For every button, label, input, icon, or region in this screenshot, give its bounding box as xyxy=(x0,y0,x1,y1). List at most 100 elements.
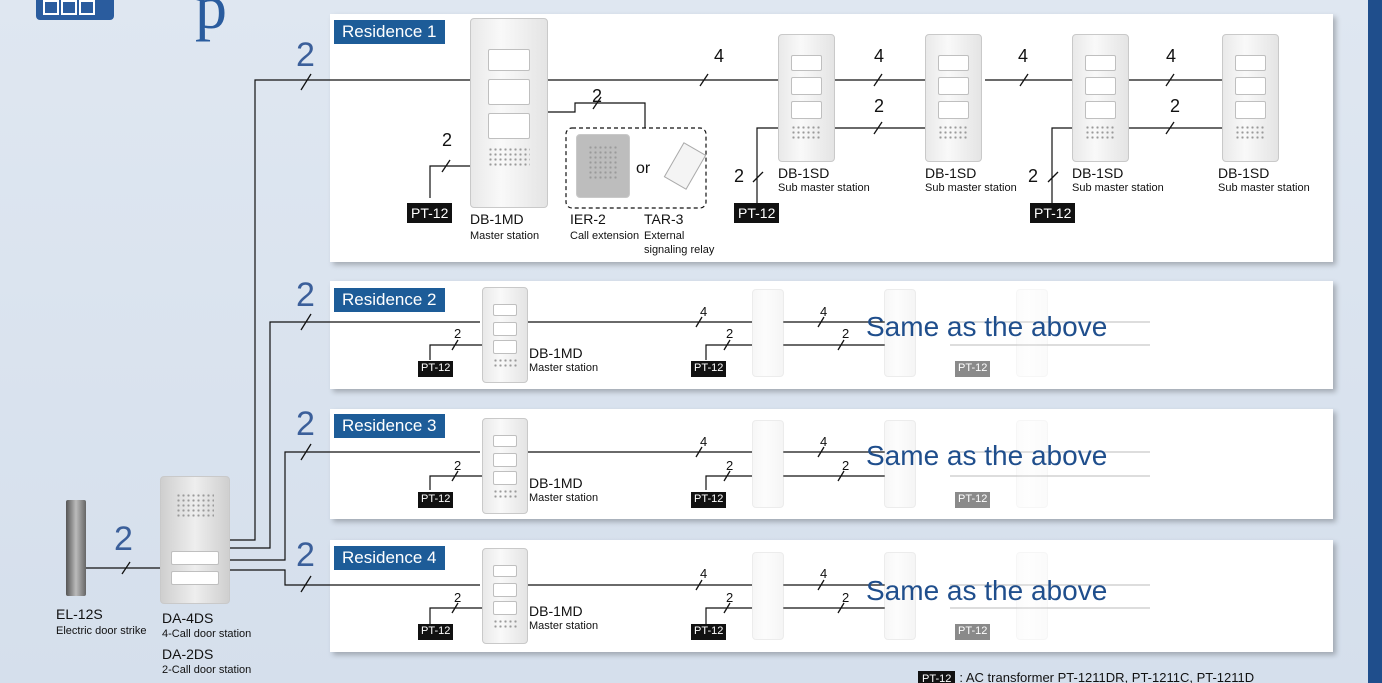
wire-count: 4 xyxy=(1018,46,1029,66)
residence-3-panel xyxy=(330,409,1333,519)
transformer-label: PT-12 xyxy=(691,624,727,640)
master-station-desc: Master station xyxy=(529,620,599,632)
sub-station-2-desc: Sub master station xyxy=(925,182,1017,194)
wire-count: 2 xyxy=(726,590,734,605)
wire-count: 2 xyxy=(454,326,462,341)
same-as-above-note: Same as the above xyxy=(866,311,1108,342)
master-station-name: DB-1MD xyxy=(470,211,524,227)
sub-station-faded xyxy=(884,552,916,640)
door-station-4-name: DA-4DS xyxy=(162,610,214,626)
master-station-device xyxy=(482,418,528,514)
sub-station-faded xyxy=(884,420,916,508)
wire-count: 4 xyxy=(700,434,708,449)
master-station-device xyxy=(470,18,548,208)
call-extension-desc: Call extension xyxy=(570,230,640,242)
transformer-label: PT-12 xyxy=(734,203,780,223)
sub-station-device-4 xyxy=(1222,34,1279,162)
residence-1-label: Residence 1 xyxy=(334,20,445,44)
door-strike-name: EL-12S xyxy=(56,606,103,622)
wire-count: 2 xyxy=(442,130,453,150)
wire-count: or xyxy=(636,160,651,177)
wire-count: 2 xyxy=(734,166,745,186)
page-title-fragment: p xyxy=(195,0,227,42)
transformer-label: PT-12 xyxy=(418,361,454,377)
door-strike-device xyxy=(66,500,86,596)
master-station-device xyxy=(482,287,528,383)
sub-station-device-2 xyxy=(925,34,982,162)
door-strike-desc: Electric door strike xyxy=(56,625,147,637)
sub-station-3-name: DB-1SD xyxy=(1072,165,1124,181)
wire-count: 2 xyxy=(1170,96,1181,116)
door-station-device xyxy=(160,476,230,604)
trunk-wire-count: 2 xyxy=(296,36,315,74)
transformer-label: PT-12 xyxy=(418,624,454,640)
master-station-desc: Master station xyxy=(529,362,599,374)
wire-count: 4 xyxy=(700,304,708,319)
sub-station-faded xyxy=(1016,289,1048,377)
strike-wire-count: 2 xyxy=(114,520,133,558)
residence-2-panel xyxy=(330,281,1333,389)
sub-station-device-3 xyxy=(1072,34,1129,162)
transformer-label: PT-12 xyxy=(407,203,453,223)
transformer-label: PT-12 xyxy=(955,361,991,377)
wire-count: 2 xyxy=(454,590,462,605)
wire-count: 2 xyxy=(726,458,734,473)
building-icon xyxy=(36,0,114,20)
wire-count: 2 xyxy=(874,96,885,116)
wire-count: 4 xyxy=(874,46,885,66)
call-extension-device xyxy=(576,134,630,198)
relay-desc-1: External xyxy=(644,230,685,242)
transformer-label: PT-12 xyxy=(1030,203,1076,223)
sub-station-faded xyxy=(1016,552,1048,640)
same-as-above-note: Same as the above xyxy=(866,575,1108,606)
wire-count: 2 xyxy=(842,458,850,473)
master-station-desc: Master station xyxy=(470,230,540,242)
relay-name: TAR-3 xyxy=(644,211,684,227)
residence-2-label: Residence 2 xyxy=(334,288,445,312)
wire-count: 4 xyxy=(820,566,828,581)
call-extension-name: IER-2 xyxy=(570,211,606,227)
transformer-label: PT-12 xyxy=(691,361,727,377)
transformer-label: PT-12 xyxy=(691,492,727,508)
wire-count: 2 xyxy=(454,458,462,473)
sub-station-faded xyxy=(884,289,916,377)
residence-3-label: Residence 3 xyxy=(334,414,445,438)
master-station-desc: Master station xyxy=(529,492,599,504)
transformer-label: PT-12 xyxy=(955,492,991,508)
door-station-2-desc: 2-Call door station xyxy=(162,664,252,676)
wire-count: 2 xyxy=(592,86,603,106)
wire-count: 2 xyxy=(842,326,850,341)
wire-count: 4 xyxy=(714,46,725,66)
footnote-text: : AC transformer PT-1211DR, PT-1211C, PT… xyxy=(959,670,1255,683)
wire-count: 2 xyxy=(842,590,850,605)
master-station-name: DB-1MD xyxy=(529,475,583,491)
wire-count: 2 xyxy=(1028,166,1039,186)
trunk-wire-count: 2 xyxy=(296,536,315,574)
door-station-2-name: DA-2DS xyxy=(162,646,214,662)
transformer-label: PT-12 xyxy=(918,671,956,683)
wire-count: 4 xyxy=(820,434,828,449)
sub-station-1-name: DB-1SD xyxy=(778,165,830,181)
residence-4-panel xyxy=(330,540,1333,652)
trunk-wire-count: 2 xyxy=(296,405,315,443)
trunk-wire-count: 2 xyxy=(296,276,315,314)
master-station-name: DB-1MD xyxy=(529,345,583,361)
sub-station-4-desc: Sub master station xyxy=(1218,182,1310,194)
door-station-4-desc: 4-Call door station xyxy=(162,628,252,640)
relay-desc-2: signaling relay xyxy=(644,244,715,256)
same-as-above-note: Same as the above xyxy=(866,440,1108,471)
wire-count: 4 xyxy=(820,304,828,319)
residence-4-label: Residence 4 xyxy=(334,546,445,570)
page-edge-stripe xyxy=(1368,0,1382,683)
sub-station-1-desc: Sub master station xyxy=(778,182,870,194)
master-station-name: DB-1MD xyxy=(529,603,583,619)
master-station-device xyxy=(482,548,528,644)
wire-count: 4 xyxy=(700,566,708,581)
sub-station-faded xyxy=(752,289,784,377)
sub-station-faded xyxy=(1016,420,1048,508)
transformer-label: PT-12 xyxy=(418,492,454,508)
sub-station-3-desc: Sub master station xyxy=(1072,182,1164,194)
sub-station-faded xyxy=(752,420,784,508)
wire-count: 2 xyxy=(726,326,734,341)
wire-count: 4 xyxy=(1166,46,1177,66)
